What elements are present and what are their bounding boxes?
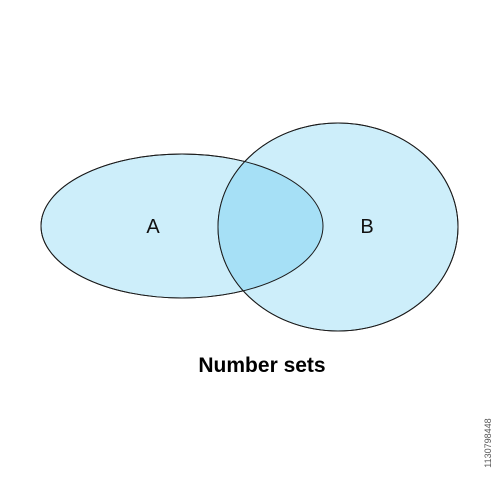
set-a-outline [40,153,324,299]
set-b-outline [217,122,459,332]
intersection-region [218,154,323,298]
set-a-label: A [146,216,160,238]
diagram-caption: Number sets [198,354,326,377]
watermark-id-text: 1130798448 [483,418,493,468]
set-b-label: B [360,216,373,238]
